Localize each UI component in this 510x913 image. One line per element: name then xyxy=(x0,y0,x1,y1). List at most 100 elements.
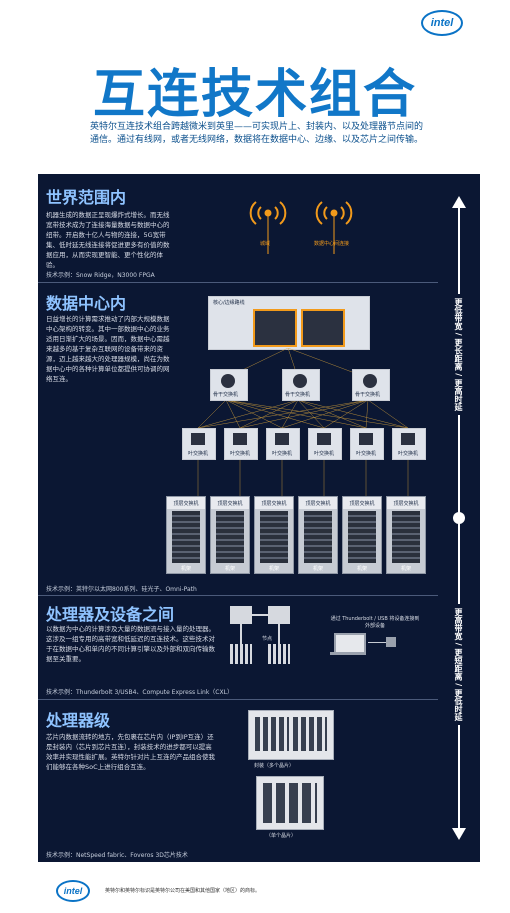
intel-logo: intel xyxy=(421,10,463,36)
rack: 顶层交换机 机架 xyxy=(298,496,338,574)
core-edge-router: 核心/边缘路线 xyxy=(208,296,370,350)
link-line xyxy=(252,614,268,616)
tower-label-metro: 城域 xyxy=(260,241,271,247)
rack-top-switch-label: 顶层交换机 xyxy=(261,500,287,507)
router-icon xyxy=(253,309,297,347)
infographic-panel: 世界范围内 机器生成的数据正呈现爆炸式增长。而无线宽带技术成为了连接海量数据与数… xyxy=(38,174,480,862)
rack-top-switch-label: 顶层交换机 xyxy=(305,500,331,507)
rack-label: 机架 xyxy=(180,566,191,572)
divider xyxy=(38,595,438,596)
spine-switch: 骨干交换机 xyxy=(210,369,248,401)
rack: 顶层交换机 机架 xyxy=(386,496,426,574)
rack-servers xyxy=(260,511,288,563)
thunderbolt-label: 通过 Thunderbolt / USB 将设备连接到外部设备 xyxy=(330,616,420,629)
switch-icon xyxy=(191,433,205,445)
leaf-switch: 叶交换机 xyxy=(266,428,300,460)
node-diagram xyxy=(230,606,292,666)
spine-switch-label: 骨干交换机 xyxy=(355,392,381,398)
switch-icon xyxy=(363,374,377,388)
switch-icon xyxy=(401,433,415,445)
section-devices-example: 技术示例：Thunderbolt 3/USB4、Compute Express … xyxy=(46,689,233,696)
network-mesh xyxy=(197,348,409,496)
rack-top-switch-label: 顶层交换机 xyxy=(173,500,199,507)
divider xyxy=(38,282,438,283)
package-icon xyxy=(248,710,334,760)
rack-label: 机架 xyxy=(356,566,367,572)
processor-block xyxy=(230,606,252,624)
link-line xyxy=(278,624,280,644)
scale-midpoint xyxy=(453,512,465,524)
section-world-body: 机器生成的数据正呈现爆炸式增长。而无线宽带技术成为了连接海量数据与数据中心的纽带… xyxy=(46,211,170,269)
die-icon xyxy=(256,776,324,830)
rack: 顶层交换机 机架 xyxy=(254,496,294,574)
rack-label: 机架 xyxy=(224,566,235,572)
core-edge-label: 核心/边缘路线 xyxy=(213,300,245,306)
rack-top-switch-label: 顶层交换机 xyxy=(217,500,243,507)
leaf-switch-label: 叶交换机 xyxy=(230,451,251,457)
package-label: 封装（多个晶片） xyxy=(254,763,295,769)
spine-switch-label: 骨干交换机 xyxy=(213,392,239,398)
memory-block xyxy=(230,644,252,664)
scale-label-top: 更低带宽 / 更长距离 / 更高时延 xyxy=(453,294,464,415)
laptop-base xyxy=(330,652,366,655)
die-block xyxy=(293,717,327,751)
leaf-switch-label: 叶交换机 xyxy=(272,451,293,457)
link-line xyxy=(240,624,242,644)
leaf-switch: 叶交换机 xyxy=(350,428,384,460)
spine-switch: 骨干交换机 xyxy=(282,369,320,401)
rack-servers xyxy=(348,511,376,563)
rack-label: 机架 xyxy=(312,566,323,572)
node-label: 节点 xyxy=(262,636,273,642)
arrow-down-icon xyxy=(452,828,466,840)
die-label: （单个晶片） xyxy=(266,833,297,839)
leaf-switch: 叶交换机 xyxy=(392,428,426,460)
tower-icon-metro xyxy=(249,201,287,254)
switch-icon xyxy=(221,374,235,388)
section-processor-title: 处理器级 xyxy=(46,711,111,730)
divider xyxy=(38,699,438,700)
section-datacenter-title: 数据中心内 xyxy=(46,294,127,313)
section-world-example: 技术示例：Snow Ridge，N3000 FPGA xyxy=(46,272,155,279)
spine-switch-label: 骨干交换机 xyxy=(285,392,311,398)
leaf-switch: 叶交换机 xyxy=(224,428,258,460)
rack: 顶层交换机 机架 xyxy=(210,496,250,574)
rack: 顶层交换机 机架 xyxy=(166,496,206,574)
rack-top-switch-label: 顶层交换机 xyxy=(349,500,375,507)
section-datacenter-example: 技术示例：英特尔以太网800系列、硅光子、Omni-Path xyxy=(46,586,197,593)
leaf-switch-label: 叶交换机 xyxy=(188,451,209,457)
switch-icon xyxy=(233,433,247,445)
intel-footer-logo: intel xyxy=(56,880,90,902)
switch-icon xyxy=(293,374,307,388)
intel-footer-logo-text: intel xyxy=(63,886,83,896)
page-title: 互连技术组合 xyxy=(92,65,417,125)
die-cores xyxy=(263,783,317,823)
leaf-switch-label: 叶交换机 xyxy=(314,451,335,457)
rack: 顶层交换机 机架 xyxy=(342,496,382,574)
leaf-switch-label: 叶交换机 xyxy=(356,451,377,457)
leaf-switch: 叶交换机 xyxy=(308,428,342,460)
rack-label: 机架 xyxy=(268,566,279,572)
tower-icon-dci xyxy=(315,201,353,254)
rack-label: 机架 xyxy=(400,566,411,572)
section-processor-example: 技术示例：NetSpeed fabric、Foveros 3D芯片技术 xyxy=(46,852,188,859)
processor-block xyxy=(268,606,290,624)
rack-servers xyxy=(392,511,420,563)
arrow-up-icon xyxy=(452,196,466,208)
page-subtitle: 英特尔互连技术组合跨越微米到英里——可实现片上、封装内、以及处理器节点间的通信。… xyxy=(90,122,424,145)
cable-line xyxy=(368,642,386,643)
server-icon xyxy=(301,309,345,347)
scale-label-bottom: 更高带宽 / 更短距离 / 更低时延 xyxy=(453,604,464,725)
rack-top-switch-label: 顶层交换机 xyxy=(393,500,419,507)
spine-switch: 骨干交换机 xyxy=(352,369,390,401)
section-devices-body: 以数据为中心的计算涉及大量的数据流与接入量的处理器。这涉及一组专用的高带宽和低延… xyxy=(46,625,215,663)
wireless-towers xyxy=(249,201,353,254)
rack-servers xyxy=(216,511,244,563)
switch-icon xyxy=(317,433,331,445)
section-datacenter-body: 日益增长的计算需求推动了内部大规模数据中心架构的转变。其中一部数据中心的业务适用… xyxy=(46,315,170,383)
device-icon xyxy=(386,637,396,647)
switch-icon xyxy=(275,433,289,445)
section-processor-body: 芯片内数据流转的地方，先包裹在芯片内（IP到IP互连）还是封装内（芯片到芯片互连… xyxy=(46,733,215,771)
intel-logo-text: intel xyxy=(430,17,454,29)
section-world-title: 世界范围内 xyxy=(46,188,127,207)
rack-servers xyxy=(172,511,200,563)
